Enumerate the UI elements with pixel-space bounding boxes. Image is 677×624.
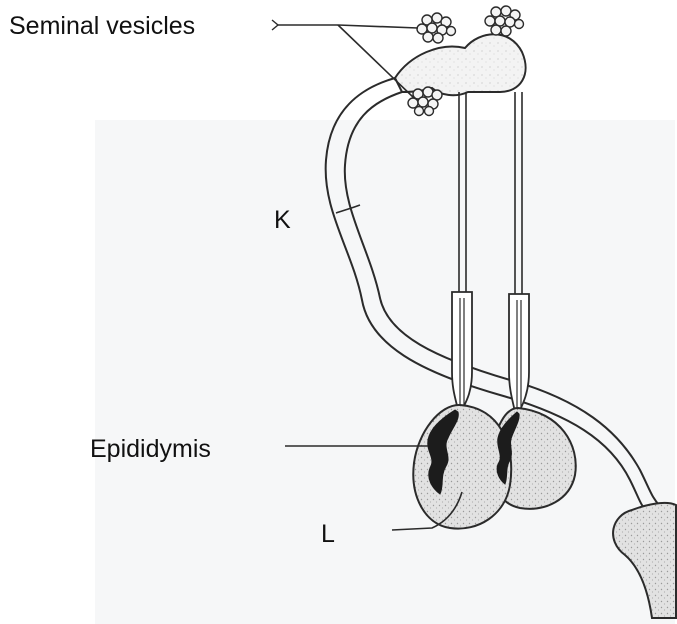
- seminal-vesicle-cluster-left: [417, 13, 456, 43]
- seminal-gland-body: [395, 34, 526, 95]
- label-epididymis: Epididymis: [90, 437, 211, 462]
- label-seminal-vesicles: Seminal vesicles: [9, 14, 195, 39]
- background-shade: [95, 120, 675, 624]
- seminal-vesicle-cluster-right: [485, 6, 524, 36]
- seminal-vesicle-cluster-lower: [408, 87, 442, 116]
- pointer-tick: [272, 20, 278, 30]
- label-k: K: [274, 208, 291, 233]
- label-l: L: [321, 522, 335, 547]
